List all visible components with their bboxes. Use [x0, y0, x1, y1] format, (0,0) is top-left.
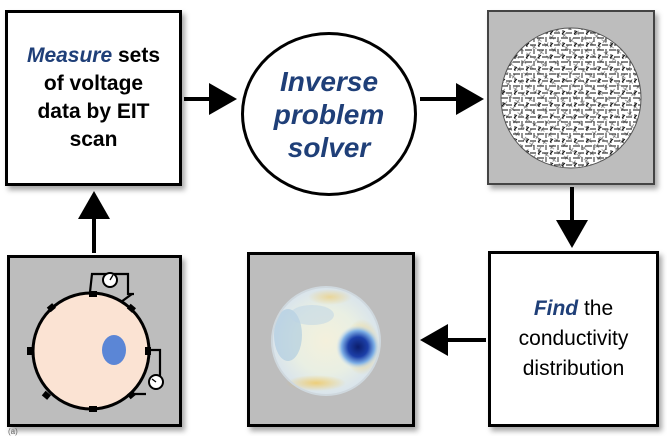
pattern-circle-graphic	[500, 27, 642, 169]
eit-body-image	[7, 255, 182, 427]
find-keyword: Find	[533, 297, 579, 320]
conductivity-map-image	[247, 252, 415, 427]
conductivity-heatmap-graphic	[271, 286, 381, 396]
inverse-solver-node: Inverse problem solver	[241, 32, 417, 196]
measure-step-box: Measure sets of voltage data by EIT scan	[5, 10, 182, 186]
find-step-box: Find the conductivity distribution	[488, 251, 659, 427]
voltmeter-icon	[148, 374, 164, 390]
solver-pattern-image	[487, 10, 655, 185]
voltmeter-icon	[102, 272, 118, 288]
figure-caption: (a)	[8, 427, 18, 436]
measure-step-text: Measure sets of voltage data by EIT scan	[26, 44, 161, 151]
measure-keyword: Measure	[26, 44, 113, 67]
eit-setup-graphic	[27, 272, 164, 412]
